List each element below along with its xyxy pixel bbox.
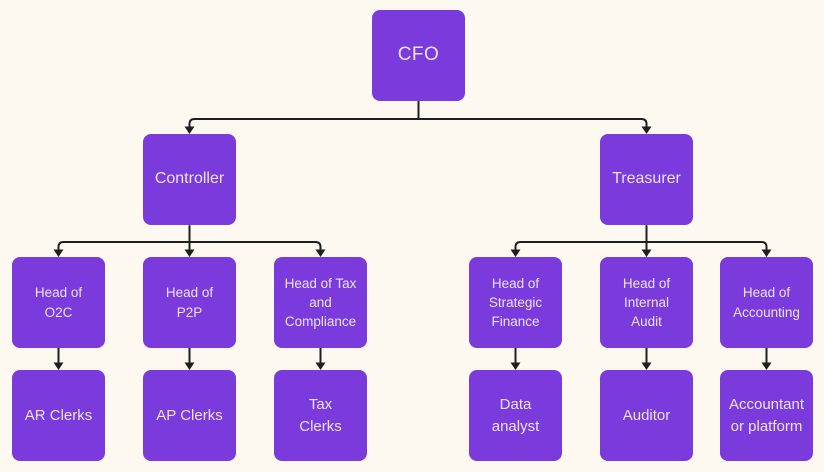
node-auditor: Auditor bbox=[600, 370, 693, 461]
node-head-of-internal-audit: Head of Internal Audit bbox=[600, 257, 693, 348]
node-head-of-o2c: Head of O2C bbox=[12, 257, 105, 348]
node-treasurer: Treasurer bbox=[600, 134, 693, 225]
node-head-of-tax-and-compliance: Head of Tax and Compliance bbox=[274, 257, 367, 348]
node-head-of-accounting: Head of Accounting bbox=[720, 257, 813, 348]
node-tax-clerks: Tax Clerks bbox=[274, 370, 367, 461]
node-data-analyst: Data analyst bbox=[469, 370, 562, 461]
node-controller: Controller bbox=[143, 134, 236, 225]
node-cfo: CFO bbox=[372, 10, 465, 101]
node-accountant-or-platform: Accountant or platform bbox=[720, 370, 813, 461]
node-ar-clerks: AR Clerks bbox=[12, 370, 105, 461]
node-ap-clerks: AP Clerks bbox=[143, 370, 236, 461]
node-head-of-p2p: Head of P2P bbox=[143, 257, 236, 348]
node-head-of-strategic-finance: Head of Strategic Finance bbox=[469, 257, 562, 348]
